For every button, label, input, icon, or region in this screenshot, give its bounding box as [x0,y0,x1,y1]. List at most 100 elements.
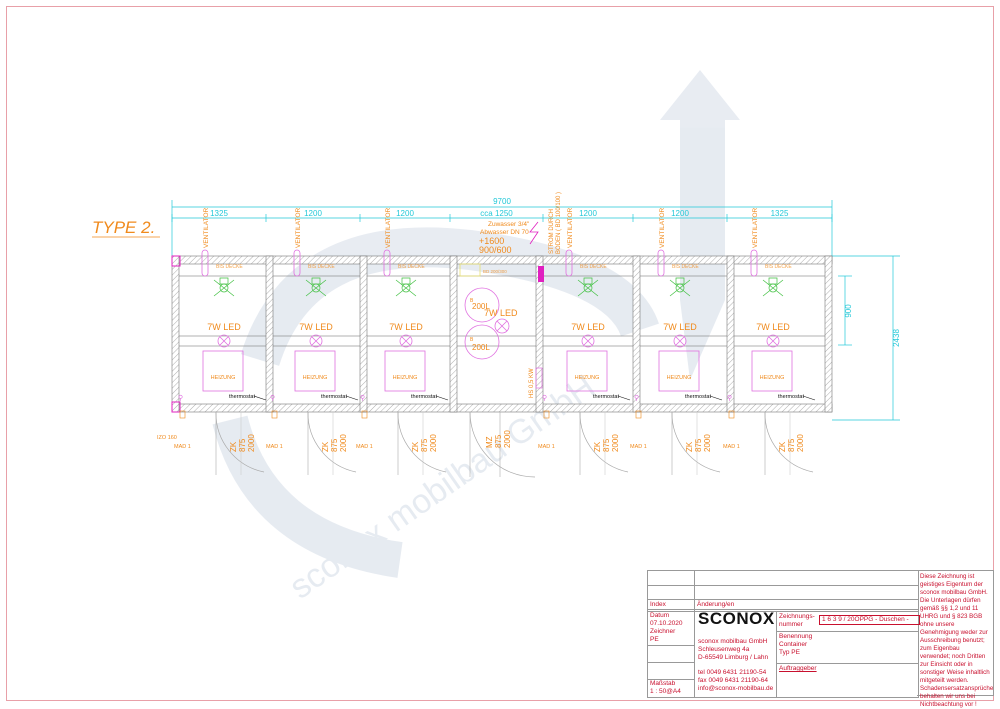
shower-head-icon [395,277,417,297]
dimension-lines [171,200,900,421]
ventilator-icon [383,249,391,277]
led-label: 7W LED [663,322,697,332]
thermostat-pointer [253,395,267,401]
led-label: 7W LED [389,322,423,332]
dim-segment: 1325 [210,209,228,218]
ventilator-icon [750,249,758,277]
shower-head-icon [305,277,327,297]
heater-label: HEIZUNG [393,375,418,381]
window-icon [543,410,550,419]
dim-segment: 1200 [304,209,322,218]
door-width: 875 [602,438,611,452]
utility-door-width: 875 [494,434,503,448]
note-height: +1600 [479,236,504,246]
ventilator-icon [657,249,665,277]
door-width: 875 [238,438,247,452]
door-swing [307,411,357,473]
door-height: 2000 [703,434,712,452]
designation-2: Typ PE [779,649,800,656]
heater-label: HEIZUNG [667,375,692,381]
index-label: Index [650,601,666,608]
note-heater: HS 0,5 KW [529,368,535,398]
date-value: 07.10.2020 [650,620,683,627]
window-label: MAD 1 [266,444,283,450]
door-width: 875 [420,438,429,452]
dim-overall-width: 2438 [892,329,901,347]
company-name: sconox mobilbau GmbH [698,638,768,645]
utility-led: 7W LED [484,308,518,318]
door-swing [397,411,447,473]
door-swing [671,411,721,473]
thermostat-label: thermostat [685,394,711,400]
heater-label: HEIZUNG [211,375,236,381]
lamp-icon [766,334,780,348]
window-icon [728,410,735,419]
lamp-icon [581,334,595,348]
thermostat-pointer [802,395,816,401]
window-label: MAD 1 [630,444,647,450]
partition-wall [265,255,274,413]
door-swing [215,411,265,473]
shower-head-icon [577,277,599,297]
ceiling-label: BIS DECKE [398,264,425,270]
thermostat-pointer [709,395,723,401]
partition-wall [632,255,641,413]
note-power: STROM DURCH [549,209,555,254]
watermark-text: sconox mobilbau GmbH [283,367,602,606]
company-fax: fax 0049 6431 21190-64 [698,677,768,684]
note-size: 900/600 [479,245,512,255]
boiler-label-1: B [470,298,474,304]
door-height: 2000 [339,434,348,452]
heater-box [384,350,426,392]
door-type: ZK [411,441,420,452]
heater-label: HEIZUNG [760,375,785,381]
boiler-2: 200L [472,343,490,352]
drain-icon: ⚲ [542,394,547,402]
thermostat-label: thermostat [593,394,619,400]
ventilator-label: VENTILATOR [385,207,392,248]
partition-wall [449,255,458,413]
door-height: 2000 [429,434,438,452]
door-type: ZK [229,441,238,452]
led-label: 7W LED [571,322,605,332]
boiler-label-2: B [470,337,474,343]
izo-label: IZO 160 [157,435,177,441]
ventilator-icon [565,249,573,277]
sconox-logo: SCONOX [698,609,775,628]
thermostat-label: thermostat [778,394,804,400]
date-label: Datum [650,612,670,619]
container-walls [171,255,833,413]
scale-label: Maßstab [650,680,676,687]
ventilator-label: VENTILATOR [567,207,574,248]
window-label: MAD 1 [174,444,191,450]
ceiling-label: BIS DECKE [765,264,792,270]
drain-icon: ⚲ [360,394,365,402]
partition-wall [535,255,544,413]
partition-wall [726,255,735,413]
utility-door-type: MZ [485,436,494,448]
designation-label: Benennung [779,633,813,640]
heater-box [294,350,336,392]
door-type: ZK [778,441,787,452]
ventilator-icon [293,249,301,277]
heater-label: HEIZUNG [575,375,600,381]
ventilator-label: VENTILATOR [659,207,666,248]
client-label: Auftraggeber [779,665,817,672]
ceiling-label: BIS DECKE [216,264,243,270]
thermostat-label: thermostat [321,394,347,400]
window-icon [179,410,186,419]
company-tel: tel 0049 6431 21190-54 [698,669,767,676]
heater-box [202,350,244,392]
window-icon [271,410,278,419]
type-label: TYPE 2. [92,218,155,237]
window-icon [361,410,368,419]
ventilator-label: VENTILATOR [295,207,302,248]
drawer-label: Zeichner [650,628,676,635]
dim-depth-inner: 900 [844,304,853,318]
ventilator-label: VENTILATOR [752,207,759,248]
dim-segment: 1325 [771,209,789,218]
scale-value: 1 : 50@A4 [650,688,681,695]
drawing-number-label: Zeichnungs- [779,613,815,620]
